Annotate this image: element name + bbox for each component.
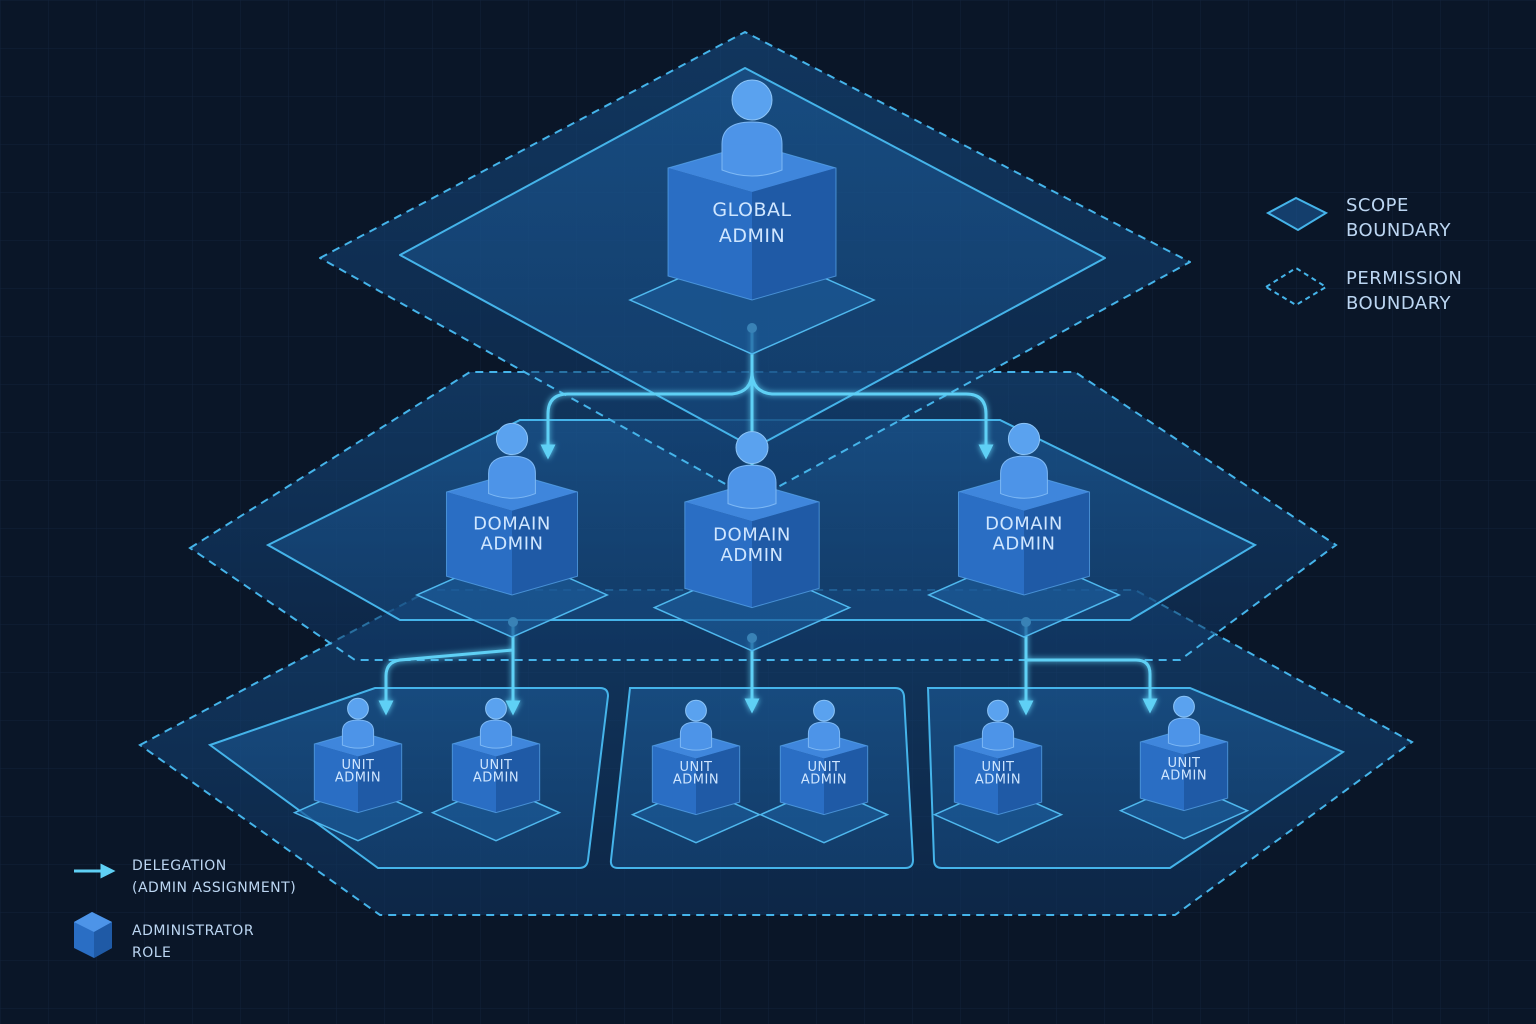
cube-right-face — [358, 744, 402, 813]
role-label-line1: DOMAIN — [985, 513, 1063, 534]
cube-right-face — [696, 746, 740, 815]
legend-delegation-line2: (ADMIN ASSIGNMENT) — [132, 880, 296, 896]
user-icon — [721, 79, 783, 177]
cube-right-face — [512, 492, 578, 595]
role-label-line1: UNIT — [807, 760, 840, 775]
user-icon — [807, 699, 841, 751]
user-icon — [727, 431, 777, 509]
legend-scope-line1: SCOPE — [1346, 195, 1409, 216]
cube-left-face — [314, 744, 358, 813]
role-label-line1: UNIT — [981, 760, 1014, 775]
cube-left-face — [446, 492, 512, 595]
cube-left-face — [1140, 742, 1184, 811]
cube-left-face — [668, 168, 752, 300]
global-admin-node: GLOBAL ADMIN — [628, 79, 876, 355]
cube-right-face — [752, 168, 836, 300]
delegation-arrow-domain1-unit1 — [378, 622, 515, 716]
cube-left-face — [452, 744, 496, 813]
user-icon — [679, 699, 713, 751]
cube-right-face — [496, 744, 540, 813]
cube-left-face — [652, 746, 696, 815]
legend-role-line1: ADMINISTRATOR — [132, 923, 254, 939]
user-icon — [1000, 422, 1048, 499]
unit-layer — [138, 589, 1414, 916]
cube-left-face — [958, 492, 1024, 595]
user-icon — [1167, 695, 1201, 747]
cube-right-face — [824, 746, 868, 815]
role-label-line1: UNIT — [479, 758, 512, 773]
cube-right-face — [1024, 492, 1090, 595]
role-label-line2: ADMIN — [801, 772, 847, 787]
cube-left-face — [684, 502, 752, 608]
cube-right-face — [998, 746, 1042, 815]
scope-boundary-swatch — [1265, 196, 1329, 232]
cube-right-face — [752, 502, 820, 608]
user-icon — [488, 422, 536, 499]
role-label-line1: UNIT — [1167, 756, 1200, 771]
role-label-line2: ADMIN — [721, 545, 784, 566]
cube-left-face — [780, 746, 824, 815]
legend-permission-line1: PERMISSION — [1346, 268, 1462, 289]
user-icon — [479, 697, 513, 749]
role-label-line1: GLOBAL — [712, 199, 791, 221]
role-label-line1: UNIT — [679, 760, 712, 775]
legend-delegation-line1: DELEGATION — [132, 858, 227, 874]
role-label-line2: ADMIN — [1161, 768, 1207, 783]
role-label-line2: ADMIN — [719, 225, 785, 247]
legend: SCOPE BOUNDARY PERMISSION BOUNDARY DELEG… — [74, 195, 1462, 961]
cube-right-face — [1184, 742, 1228, 811]
cube-left-face — [954, 746, 998, 815]
delegation-arrow-global-domain-3 — [750, 371, 994, 460]
user-icon — [341, 697, 375, 749]
legend-scope-line2: BOUNDARY — [1346, 220, 1452, 241]
role-label-line2: ADMIN — [993, 534, 1056, 555]
role-label-line2: ADMIN — [975, 772, 1021, 787]
role-label-line2: ADMIN — [473, 770, 519, 785]
role-label-line2: ADMIN — [481, 534, 544, 555]
role-label-line2: ADMIN — [673, 772, 719, 787]
legend-permission-line2: BOUNDARY — [1346, 293, 1452, 314]
role-label-line1: UNIT — [341, 758, 374, 773]
user-icon — [981, 699, 1015, 751]
role-label-line2: ADMIN — [335, 770, 381, 785]
role-label-line1: DOMAIN — [713, 524, 791, 545]
permission-boundary-swatch — [1264, 266, 1328, 307]
role-label-line1: DOMAIN — [473, 513, 551, 534]
legend-role-line2: ROLE — [132, 945, 171, 961]
administrator-role-icon — [74, 912, 112, 958]
delegation-arrow-domain3-unit2 — [1026, 658, 1158, 714]
